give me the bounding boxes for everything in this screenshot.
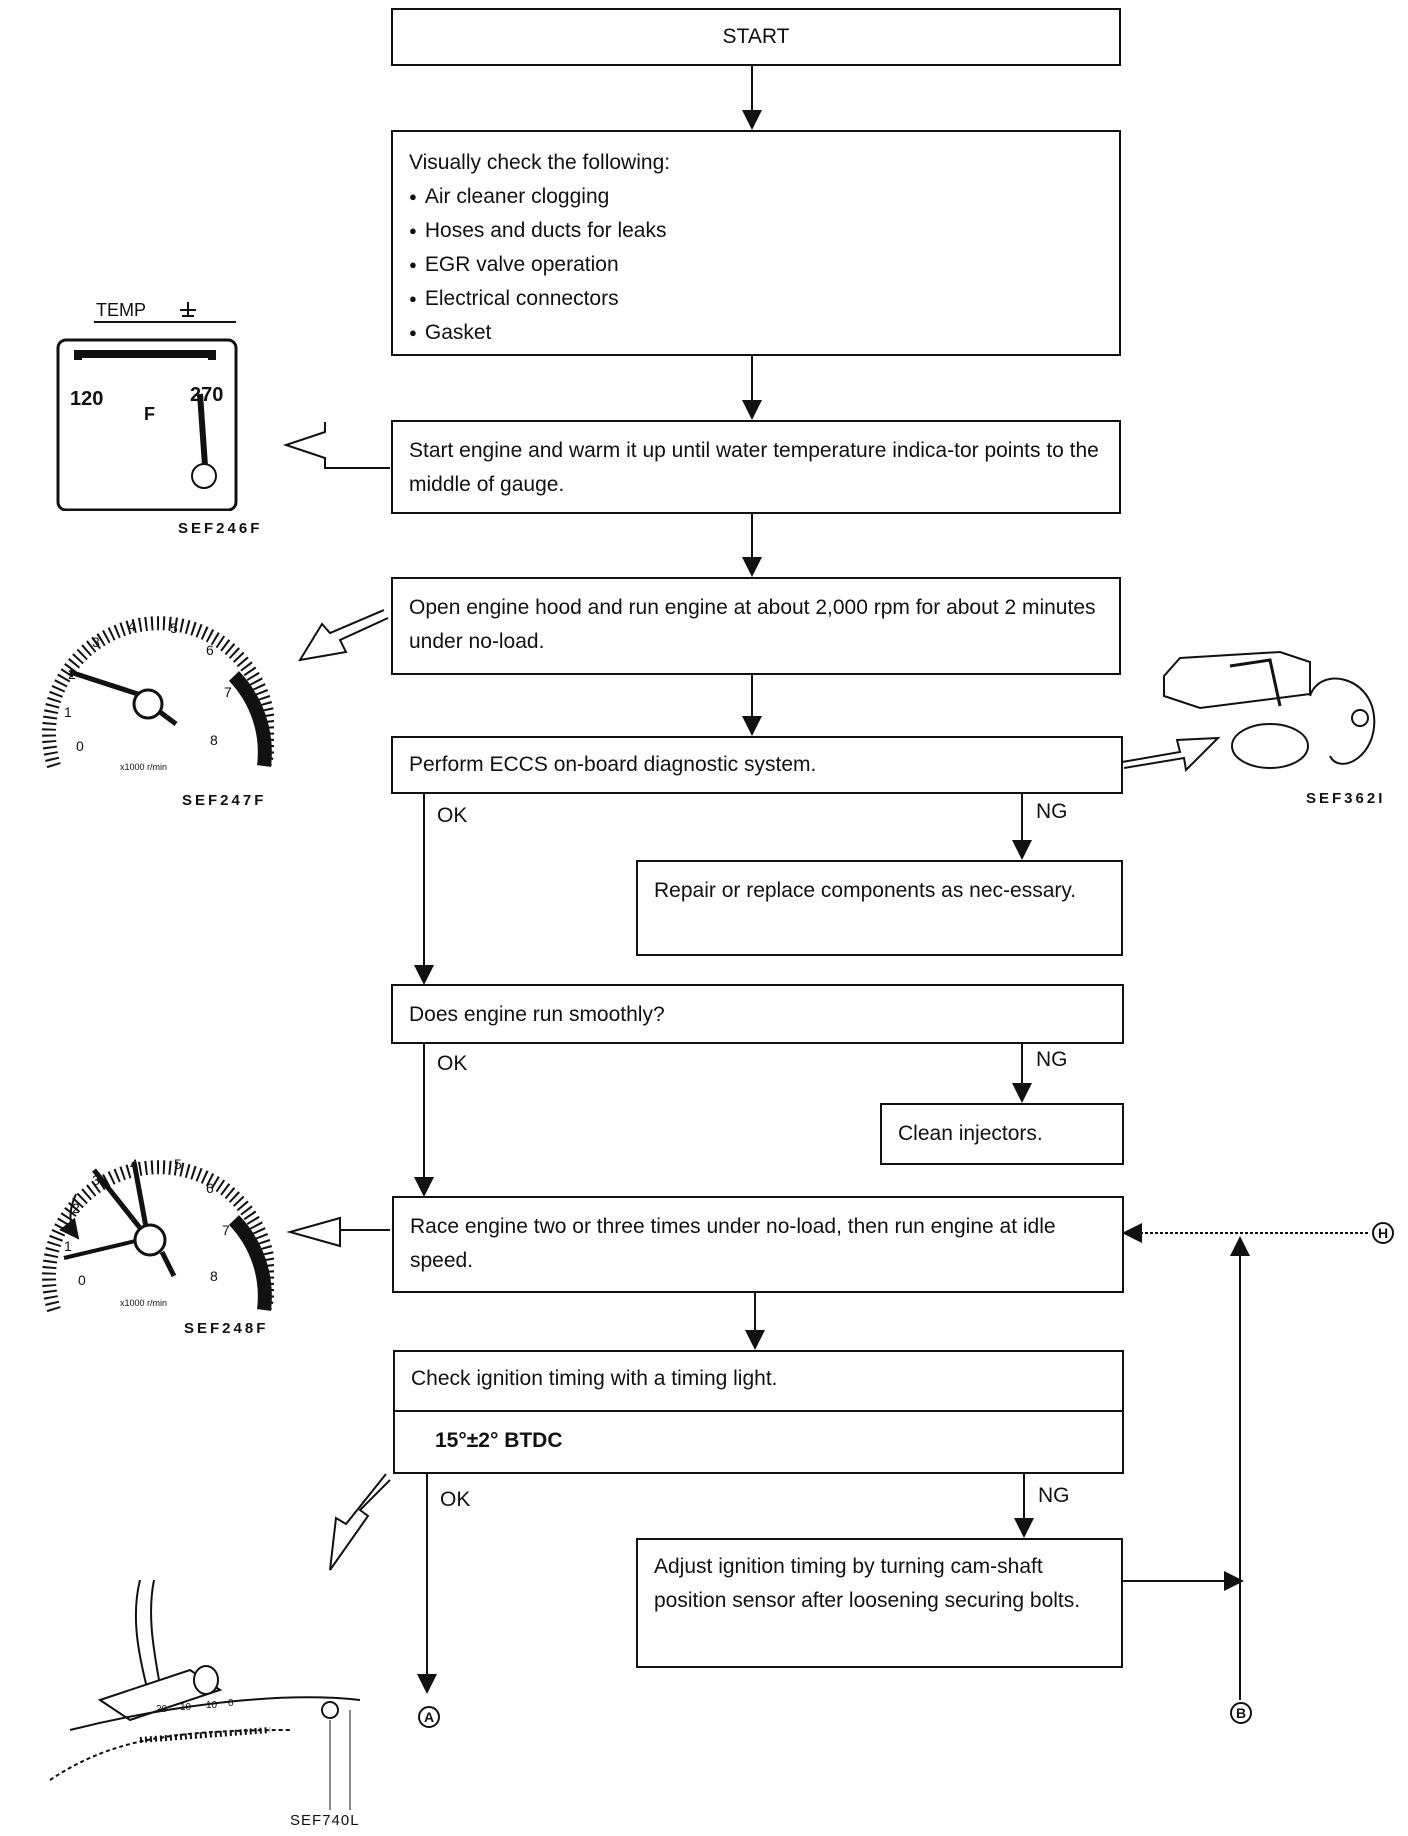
temp-high-label: 270 — [190, 384, 224, 406]
visual-check-item: EGR valve operation — [409, 248, 1103, 282]
eccs-text: Perform ECCS on-board diagnostic system. — [409, 753, 817, 776]
timing-drawing — [49, 1579, 361, 1810]
visual-check-heading: Visually check the following: — [409, 151, 671, 174]
tach2-tick-0: 0 — [78, 1272, 86, 1288]
code-temp: SEF246F — [178, 520, 263, 537]
ok-label-3: OK — [440, 1488, 471, 1511]
repair-text: Repair or replace components as nec-essa… — [654, 879, 1077, 902]
start-label: START — [722, 25, 790, 48]
repair-box: Repair or replace components as nec-essa… — [636, 860, 1123, 956]
hollow-arrow-temp — [282, 422, 390, 469]
tach1-tick-8: 8 — [210, 732, 218, 748]
connector-a: A — [418, 1706, 440, 1728]
clean-box: Clean injectors. — [880, 1103, 1124, 1165]
ng-label-2: NG — [1036, 1048, 1068, 1071]
temp-low-label: 120 — [70, 388, 104, 410]
timing-box: Check ignition timing with a timing ligh… — [393, 1350, 1124, 1474]
timing-scale-2: 10 — [180, 1702, 192, 1713]
warm-up-box: Start engine and warm it up until water … — [391, 420, 1121, 514]
visual-check-item: Electrical connectors — [409, 282, 1103, 316]
visual-check-box: Visually check the following: Air cleane… — [391, 130, 1121, 356]
tach1-tick-6: 6 — [206, 642, 214, 658]
tach2-tick-7: 7 — [222, 1222, 230, 1238]
clean-text: Clean injectors. — [898, 1122, 1043, 1145]
tach-hub-1 — [132, 688, 164, 720]
hollow-arrow-tach2 — [286, 1216, 390, 1248]
timing-spec: 15°±2° BTDC — [435, 1429, 563, 1452]
visual-check-item: Air cleaner clogging — [409, 180, 1103, 214]
hollow-arrow-timing — [329, 1473, 391, 1571]
code-timing: SEF740L — [290, 1812, 360, 1829]
temp-gauge-drawing — [56, 302, 238, 511]
ecu-drawing — [1163, 650, 1376, 769]
tach2-tick-5: 5 — [174, 1156, 182, 1172]
hollow-arrow-tach1 — [297, 609, 389, 662]
ng-label-1: NG — [1036, 800, 1068, 823]
tach-hub-2 — [133, 1223, 167, 1257]
gauge-hub — [191, 463, 217, 489]
adjust-text: Adjust ignition timing by turning cam-sh… — [654, 1555, 1081, 1612]
race-text: Race engine two or three times under no-… — [410, 1215, 1056, 1272]
connector-h: H — [1372, 1222, 1394, 1244]
warm-up-text: Start engine and warm it up until water … — [409, 439, 1099, 496]
adjust-box: Adjust ignition timing by turning cam-sh… — [636, 1538, 1123, 1668]
tach2-tick-4: 4 — [130, 1156, 138, 1172]
ng-label-3: NG — [1038, 1484, 1070, 1507]
tach2-tick-6: 6 — [206, 1180, 214, 1196]
tachometer-figure-2: 0 1 2 3 4 5 6 7 8 x1000 r/min — [34, 1130, 276, 1320]
timing-figure: 20 10 10 0 — [30, 1579, 370, 1820]
temp-gauge-figure: TEMP 120 270 F — [56, 296, 240, 511]
code-tach1: SEF247F — [182, 792, 267, 809]
temp-label: TEMP — [96, 300, 147, 320]
tach2-tick-2: 2 — [72, 1200, 80, 1216]
visual-check-item: Gasket — [409, 316, 1103, 350]
code-ecu: SEF362I — [1306, 790, 1386, 807]
timing-scale-3: 10 — [206, 1700, 218, 1711]
tach1-tick-5: 5 — [170, 620, 178, 636]
tach1-tick-4: 4 — [128, 618, 136, 634]
tach1-tick-0: 0 — [76, 738, 84, 754]
thermometer-icon — [180, 302, 196, 317]
hollow-arrow-ecu — [1121, 736, 1221, 773]
ok-label-2: OK — [437, 1052, 468, 1075]
ok-label-1: OK — [437, 804, 468, 827]
timing-scale-1: 20 — [156, 1704, 168, 1715]
tach1-tick-2: 2 — [68, 666, 76, 682]
tachometer-drawing-2 — [42, 1160, 276, 1313]
timing-text: Check ignition timing with a timing ligh… — [395, 1352, 1122, 1412]
tach1-tick-3: 3 — [92, 634, 100, 650]
tach2-unit: x1000 r/min — [120, 1298, 168, 1308]
smooth-box: Does engine run smoothly? — [391, 984, 1124, 1044]
tach1-tick-1: 1 — [64, 704, 72, 720]
code-tach2: SEF248F — [184, 1320, 269, 1337]
run-2000-text: Open engine hood and run engine at about… — [409, 596, 1096, 653]
tach1-unit: x1000 r/min — [120, 762, 168, 772]
timing-scale-4: 0 — [228, 1698, 234, 1709]
smooth-text: Does engine run smoothly? — [409, 1003, 665, 1026]
tach1-tick-7: 7 — [224, 684, 232, 700]
visual-check-item: Hoses and ducts for leaks — [409, 214, 1103, 248]
connector-b: B — [1230, 1702, 1252, 1724]
ecu-figure — [1160, 646, 1396, 786]
tach2-tick-1: 1 — [64, 1238, 72, 1254]
face-icon — [1309, 677, 1376, 765]
tach2-tick-3: 3 — [92, 1172, 100, 1188]
eccs-box: Perform ECCS on-board diagnostic system. — [391, 736, 1123, 794]
start-box: START — [391, 8, 1121, 66]
temp-unit-label: F — [144, 404, 155, 424]
run-2000-box: Open engine hood and run engine at about… — [391, 577, 1121, 675]
tach2-tick-8: 8 — [210, 1268, 218, 1284]
visual-check-list: Air cleaner clogging Hoses and ducts for… — [409, 180, 1103, 350]
tachometer-drawing-1 — [42, 616, 276, 769]
race-box: Race engine two or three times under no-… — [392, 1196, 1124, 1293]
tachometer-figure-1: 0 1 2 3 4 5 6 7 8 x1000 r/min — [34, 586, 276, 776]
